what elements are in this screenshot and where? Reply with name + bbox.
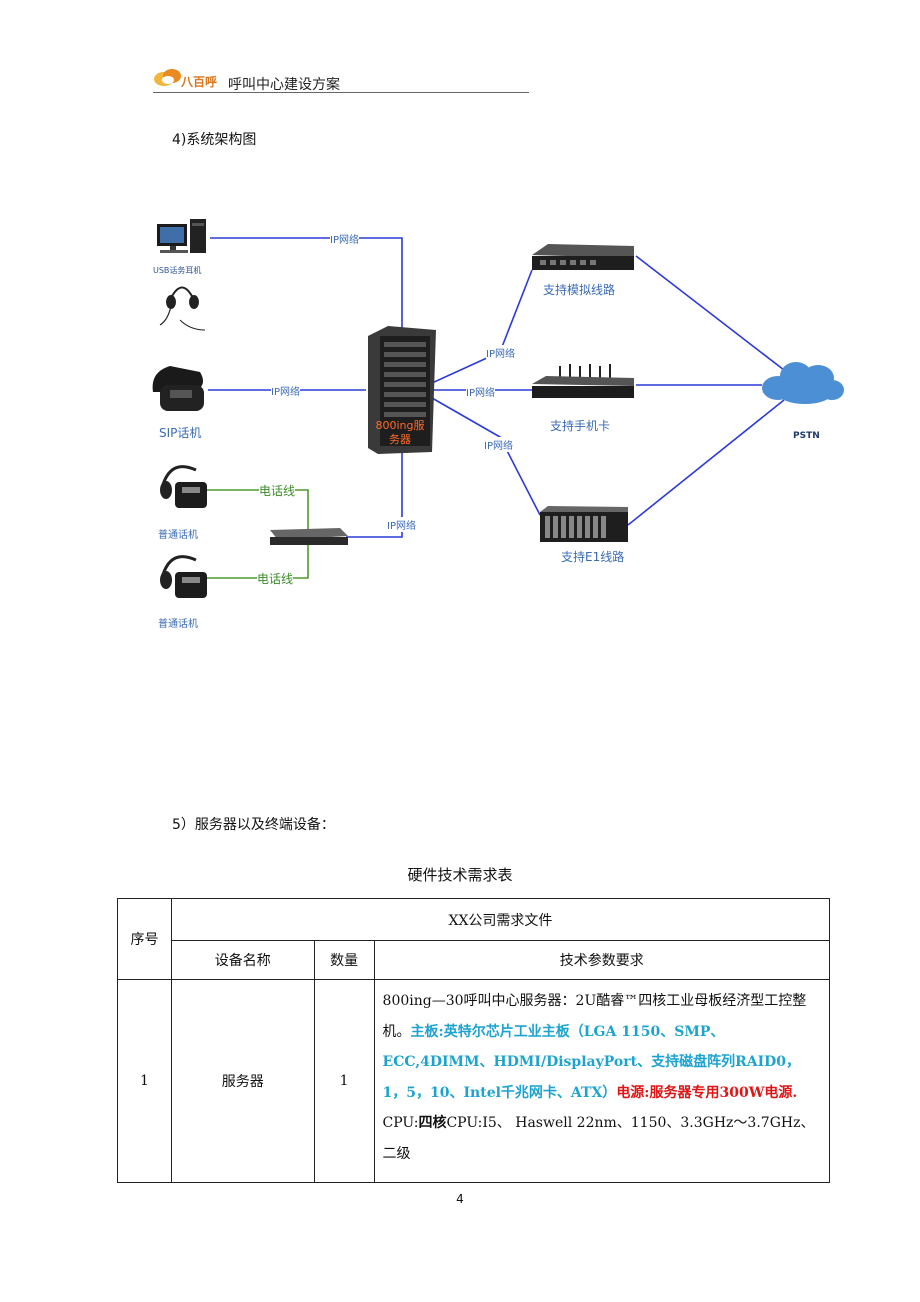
- server-label-line: 800ing服: [375, 419, 425, 432]
- network-switch-icon: [270, 528, 348, 545]
- table-row: 1 服务器 1 800ing—30呼叫中心服务器：2U酷睿™四核工业母板经济型工…: [117, 979, 831, 1183]
- document-header-title: 呼叫中心建设方案: [228, 77, 340, 93]
- cell-device-name: 服务器: [170, 979, 315, 1183]
- link-label-phone-line: 电话线: [257, 570, 294, 587]
- tech-text-cpu-label: CPU:: [382, 1115, 419, 1131]
- mobile-gateway-label: 支持手机卡: [550, 419, 611, 433]
- sip-phone-label: SIP话机: [159, 426, 202, 440]
- header-seq: 序号: [117, 898, 172, 980]
- office-phone-icon: [160, 555, 207, 598]
- server-label: 800ing服 务器: [372, 419, 428, 447]
- pstn-cloud-icon: [762, 362, 844, 404]
- cell-tech-requirements: 800ing—30呼叫中心服务器：2U酷睿™四核工业母板经济型工控整机。主板:英…: [373, 979, 831, 1183]
- page-number: 4: [456, 1192, 464, 1206]
- tech-text-cores: 四核: [418, 1115, 447, 1131]
- table-caption: 硬件技术需求表: [407, 866, 513, 884]
- link-label-ip-network: IP网络: [387, 517, 416, 532]
- server-label-line: 务器: [389, 433, 411, 446]
- server-rack-icon: [368, 326, 436, 454]
- pstn-label: PSTN: [793, 431, 820, 441]
- link-label-ip-network: IP网络: [486, 345, 515, 360]
- link-label-ip-network: IP网络: [466, 384, 495, 399]
- computer-icon: [157, 219, 206, 253]
- hardware-requirements-table: 序号 XX公司需求文件 设备名称 数量 技术参数要求 1 服务器 1 800in…: [117, 898, 831, 1183]
- header-group: XX公司需求文件: [170, 898, 831, 941]
- header-quantity: 数量: [313, 940, 375, 980]
- header-tech-requirements: 技术参数要求: [373, 940, 831, 980]
- tech-text-intro: 800ing—30呼叫中心服务器：2U酷睿™四核工业母板经济型工控整机。: [382, 993, 807, 1040]
- company-logo-icon: [154, 69, 181, 86]
- analog-gateway-label: 支持模拟线路: [543, 283, 616, 297]
- usb-headset-label: USB话务耳机: [153, 266, 202, 275]
- link-label-ip-network: IP网络: [484, 437, 513, 452]
- link-label-ip-network: IP网络: [330, 231, 359, 246]
- tech-text-power: 电源:服务器专用300W电源.: [616, 1084, 798, 1101]
- header-divider: [153, 92, 529, 93]
- usb-headset-icon: [159, 286, 206, 331]
- sip-phone-icon: [152, 366, 204, 411]
- cell-quantity: 1: [313, 979, 375, 1183]
- tech-text-cpu-spec: CPU:I5、 Haswell 22nm、1150、3.3GHz～3.7GHz、…: [382, 1115, 815, 1162]
- section-heading-servers: 5）服务器以及终端设备：: [172, 817, 335, 833]
- office-phone-label: 普通话机: [158, 530, 198, 541]
- header-device-name: 设备名称: [170, 940, 315, 980]
- section-heading-architecture: 4)系统架构图: [172, 132, 257, 148]
- link-label-ip-network: IP网络: [271, 383, 300, 398]
- office-phone-label: 普通话机: [158, 619, 198, 630]
- cell-seq: 1: [117, 979, 172, 1183]
- analog-gateway-icon: [532, 244, 634, 270]
- e1-gateway-label: 支持E1线路: [561, 550, 625, 564]
- system-architecture-diagram: [152, 219, 844, 598]
- link-label-phone-line: 电话线: [259, 482, 296, 499]
- office-phone-icon: [160, 465, 207, 508]
- company-logo-text: 八百呼: [181, 75, 218, 89]
- e1-gateway-chassis-icon: [540, 506, 628, 542]
- gsm-gateway-icon: [532, 364, 634, 398]
- tech-text-motherboard: 主板:英特尔芯片工业主板（LGA 1150、SMP、ECC,4DIMM、HDMI…: [382, 1023, 800, 1101]
